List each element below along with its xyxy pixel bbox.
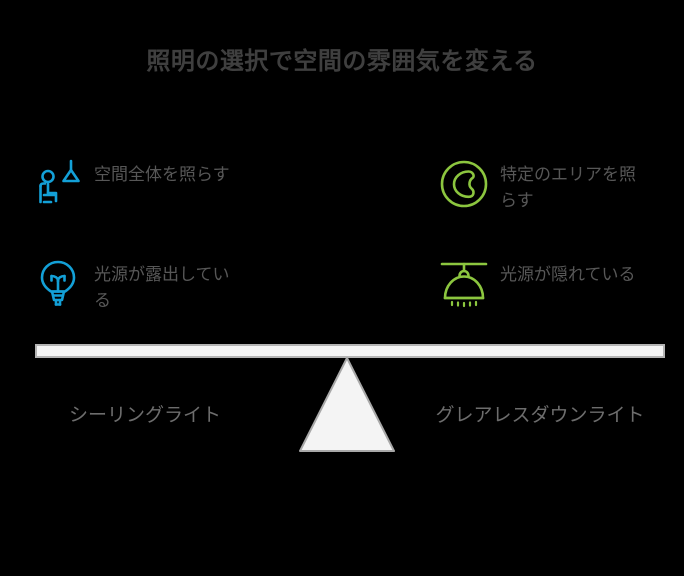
feature-item-hidden-source: 光源が隠れている [438, 258, 653, 310]
balance-label-right: グレアレスダウンライト [435, 405, 645, 426]
light-bulb-icon [32, 258, 84, 310]
feature-label-whole-room: 空間全体を照らす [94, 165, 230, 184]
spotlight-circle-icon [438, 158, 490, 210]
person-under-pendant-lamp-icon [32, 158, 84, 210]
feature-label-specific-area: 特定のエリアを照らす [500, 165, 636, 210]
balance-fulcrum [297, 356, 397, 454]
ceiling-dome-lamp-icon [438, 258, 490, 310]
balance-beam [35, 344, 665, 358]
balance-scale: シーリングライト グレアレスダウンライト [0, 340, 684, 460]
feature-label-exposed-source: 光源が露出している [94, 265, 230, 310]
feature-grid: 空間全体を照らす 特定のエリアを照らす [0, 150, 684, 335]
feature-item-specific-area: 特定のエリアを照らす [438, 158, 653, 214]
feature-item-whole-room: 空間全体を照らす [32, 158, 247, 210]
page-title: 照明の選択で空間の雰囲気を変える [146, 48, 538, 75]
balance-label-left: シーリングライト [68, 405, 221, 426]
feature-label-hidden-source: 光源が隠れている [500, 265, 636, 284]
feature-item-exposed-source: 光源が露出している [32, 258, 247, 314]
